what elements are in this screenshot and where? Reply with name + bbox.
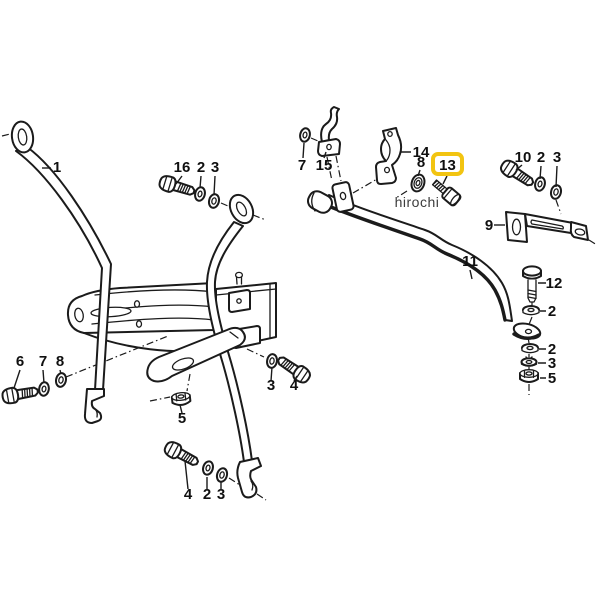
callout-5-center[interactable]: 5	[178, 410, 186, 427]
callout-4-bottom[interactable]: 4	[184, 486, 193, 503]
left-stay-drawing	[10, 120, 112, 424]
highlight-box-part13[interactable]	[431, 152, 464, 176]
callout-9[interactable]: 9	[485, 217, 493, 234]
left-stay-fork	[83, 388, 105, 424]
callout-8-left[interactable]: 8	[56, 353, 64, 370]
washer-2-lower	[521, 343, 539, 354]
callout-16[interactable]: 16	[174, 159, 191, 176]
bracket-strap-9-drawing	[505, 211, 589, 243]
nut-5-lower	[519, 368, 539, 383]
bolt-16-washers-drawing	[156, 173, 222, 210]
watermark-hirochi: hirochi	[395, 194, 440, 210]
callout-8-right[interactable]: 8	[417, 154, 425, 171]
callout-10[interactable]: 10	[515, 149, 532, 166]
stabilizer-bar-11-drawing	[306, 181, 542, 340]
right-stay-drawing	[205, 193, 262, 499]
callout-5-low[interactable]: 5	[548, 370, 556, 387]
nut-5-center-drawing	[170, 390, 192, 407]
callout-2-bottom[interactable]: 2	[203, 486, 211, 503]
callout-3-top[interactable]: 3	[211, 159, 219, 176]
washer-2-under-bolt12	[522, 305, 540, 316]
callout-14[interactable]: 14	[413, 144, 430, 161]
lock-washer-3-lower	[520, 355, 538, 368]
callout-2-mid[interactable]: 2	[548, 303, 556, 320]
clamp-14-drawing	[375, 127, 403, 185]
washer-8-right-drawing	[410, 173, 426, 193]
bar-end-cap	[306, 190, 334, 214]
callout-3-right[interactable]: 3	[553, 149, 561, 166]
bracket-lower-arm-drawing	[146, 326, 246, 383]
callout-2-right[interactable]: 2	[537, 149, 545, 166]
bar-mount-tab	[331, 181, 355, 213]
callout-3-low[interactable]: 3	[548, 355, 556, 372]
callout-4-box[interactable]: 4	[290, 377, 299, 394]
bolt-13-drawing	[431, 179, 462, 207]
callout-1[interactable]: 1	[53, 159, 61, 176]
callout-2-top[interactable]: 2	[197, 159, 205, 176]
callout-12[interactable]: 12	[546, 275, 563, 292]
callout-7-left[interactable]: 7	[39, 353, 47, 370]
callout-3-box[interactable]: 3	[267, 377, 275, 394]
bolt-12-stack-drawing	[519, 265, 542, 383]
bolt-12	[522, 265, 542, 303]
callout-6[interactable]: 6	[16, 353, 24, 370]
bolt-4-bottom-drawing	[161, 438, 230, 484]
bar-eyelet	[512, 322, 542, 340]
clamp-15-drawing	[297, 106, 341, 157]
callout-13-highlighted[interactable]: 13	[439, 157, 456, 174]
bolt-6-washers-drawing	[0, 371, 69, 406]
callout-labels: 1 16 2 3 7 15 14 8 13 10 2 3 9 11 12 2 2…	[16, 144, 563, 503]
callout-15[interactable]: 15	[316, 157, 333, 174]
right-stay-fork	[236, 457, 262, 499]
callout-11[interactable]: 11	[462, 253, 478, 270]
callout-7-right[interactable]: 7	[298, 157, 306, 174]
callout-2-low[interactable]: 2	[548, 341, 556, 358]
callout-3-bottom[interactable]: 3	[217, 486, 225, 503]
washer-7-right	[297, 126, 313, 144]
callout-leader-lines	[13, 142, 558, 490]
